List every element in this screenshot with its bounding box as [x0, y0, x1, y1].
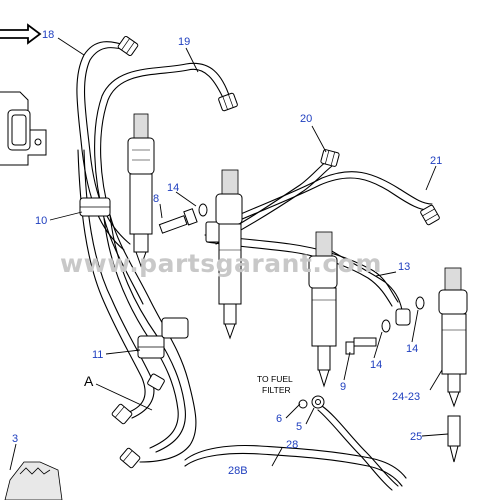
gear-3	[4, 461, 63, 500]
callout-19: 19	[178, 36, 190, 48]
pump-bracket	[0, 91, 47, 166]
callout-25: 25	[410, 431, 422, 443]
line-clamps	[79, 197, 225, 359]
watermark: www.partsgarant.com	[60, 249, 382, 278]
callout-5: 5	[296, 421, 302, 433]
callout-3: 3	[12, 433, 18, 445]
injector-3	[308, 231, 338, 388]
fitting-6-5	[298, 395, 325, 409]
callout-13: 13	[398, 261, 410, 273]
callout-11: 11	[92, 349, 103, 361]
injector-2	[215, 169, 243, 340]
callout-10: 10	[35, 215, 47, 227]
direction-arrow-icon	[0, 23, 42, 45]
bolt-8	[158, 208, 198, 234]
callout-14b: 14	[370, 359, 382, 371]
callout-9: 9	[340, 381, 346, 393]
fuel-filter-note: TO FUEL FILTER	[257, 374, 293, 395]
fitting-nuts	[111, 35, 440, 469]
callout-8: 8	[153, 193, 159, 205]
callout-28: 28	[286, 439, 298, 451]
callout-14a: 14	[167, 182, 179, 194]
callout-6: 6	[276, 413, 282, 425]
note-line-2: FILTER	[262, 385, 291, 395]
callout-24-23: 24-23	[392, 391, 420, 403]
washers-14	[198, 203, 425, 333]
callout-labels: 18 19 20 21 14 8 10 13 11 14 14 9 24-23 …	[12, 29, 442, 477]
callout-14c: 14	[406, 343, 418, 355]
callout-18: 18	[42, 29, 54, 41]
leader-lines	[9, 37, 449, 471]
callout-21: 21	[430, 155, 442, 167]
note-line-1: TO FUEL	[257, 374, 293, 384]
nozzle-25	[447, 415, 461, 463]
injector-4	[438, 267, 468, 408]
callout-28b: 28B	[228, 465, 248, 477]
callout-20: 20	[300, 113, 312, 125]
bolt-9	[345, 337, 377, 355]
injector-1	[127, 113, 155, 268]
callout-a: A	[84, 373, 94, 389]
